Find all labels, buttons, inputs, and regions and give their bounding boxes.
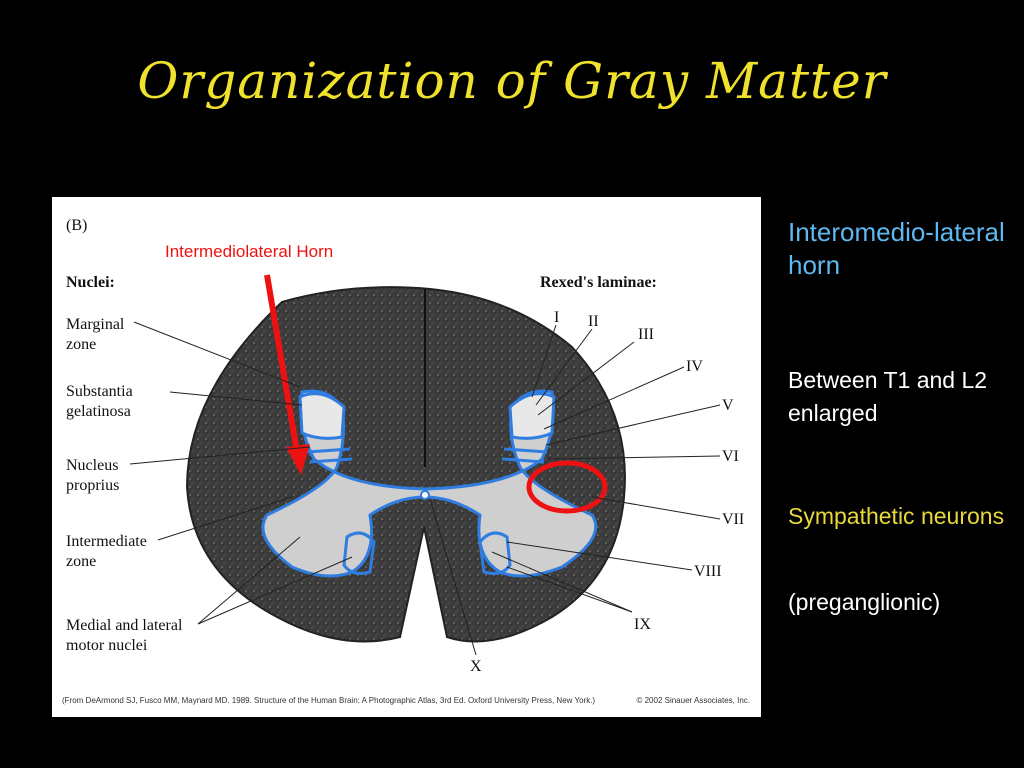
spinal-cord-diagram: (B) Nuclei: Rexed's laminae: Marginal zo… bbox=[62, 217, 750, 705]
nucleus-label: Nucleus bbox=[66, 457, 118, 474]
laminae-heading: Rexed's laminae: bbox=[540, 274, 657, 291]
nucleus-label: proprius bbox=[66, 477, 119, 494]
arrow-shaft bbox=[264, 274, 300, 453]
side-neurons: Sympathetic neurons bbox=[788, 503, 1005, 529]
nucleus-label: Intermediate bbox=[66, 533, 147, 550]
intermediolateral-horn-label: Intermediolateral Horn bbox=[165, 242, 333, 261]
nucleus-label: Medial and lateral bbox=[66, 617, 183, 634]
lamina-label: X bbox=[470, 658, 482, 675]
laminae-leader-lines bbox=[429, 324, 721, 656]
nucleus-label: Marginal bbox=[66, 316, 125, 333]
nucleus-label: gelatinosa bbox=[66, 403, 131, 420]
nucleus-label: Substantia bbox=[66, 383, 133, 400]
left-motor-nucleus-outline bbox=[342, 531, 376, 575]
figure-credit: (From DeArmond SJ, Fusco MM, Maynard MD.… bbox=[62, 696, 595, 705]
lamina-label: VIII bbox=[694, 563, 722, 580]
lamina-label: III bbox=[638, 326, 654, 343]
side-note: (preganglionic) bbox=[788, 589, 941, 615]
panel-label: (B) bbox=[66, 217, 87, 234]
nucleus-label: zone bbox=[66, 553, 96, 570]
slide-title: Organization of Gray Matter bbox=[137, 52, 887, 110]
figure-copyright: © 2002 Sinauer Associates, Inc. bbox=[636, 696, 750, 705]
nuclei-heading: Nuclei: bbox=[66, 274, 115, 291]
lamina-label: II bbox=[588, 313, 599, 330]
lamina-label: IX bbox=[634, 616, 651, 633]
nucleus-label: motor nuclei bbox=[66, 637, 148, 654]
right-dorsal-horn-outline bbox=[508, 392, 556, 440]
nucleus-label: zone bbox=[66, 336, 96, 353]
nuclei-leader-lines bbox=[129, 321, 353, 625]
left-dorsal-horn-outline bbox=[298, 392, 346, 440]
right-motor-nucleus-outline bbox=[478, 531, 512, 575]
side-heading: Interomedio-lateral horn bbox=[788, 217, 1005, 280]
lateral-horn-highlight bbox=[526, 460, 608, 514]
spinal-cord-figure: (B) Nuclei: Rexed's laminae: Marginal zo… bbox=[52, 197, 761, 717]
lamina-label: VII bbox=[722, 511, 744, 528]
lamina-label: IV bbox=[686, 358, 703, 375]
arrow-head bbox=[286, 444, 310, 475]
lamina-label: I bbox=[554, 309, 559, 326]
side-location: Between T1 and L2 enlarged bbox=[788, 367, 988, 426]
lamina-label: V bbox=[722, 397, 734, 414]
central-canal bbox=[420, 490, 430, 500]
lamina-label: VI bbox=[722, 448, 739, 465]
